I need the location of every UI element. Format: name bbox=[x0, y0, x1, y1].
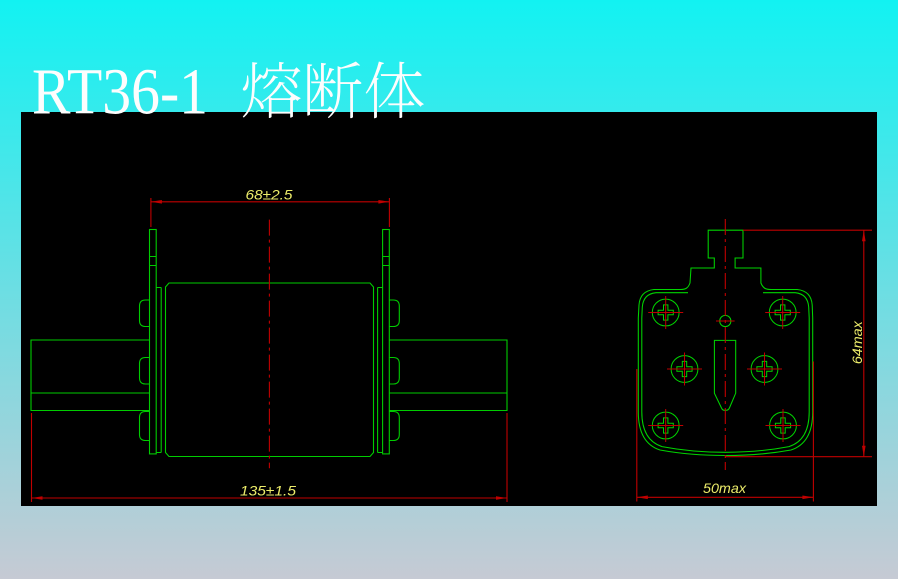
svg-text:135±1.5: 135±1.5 bbox=[240, 483, 296, 499]
svg-text:RT36-1: RT36-1 bbox=[32, 56, 208, 129]
svg-text:50max: 50max bbox=[703, 480, 747, 496]
svg-text:64max: 64max bbox=[849, 320, 865, 364]
svg-text:68±2.5: 68±2.5 bbox=[246, 187, 293, 203]
